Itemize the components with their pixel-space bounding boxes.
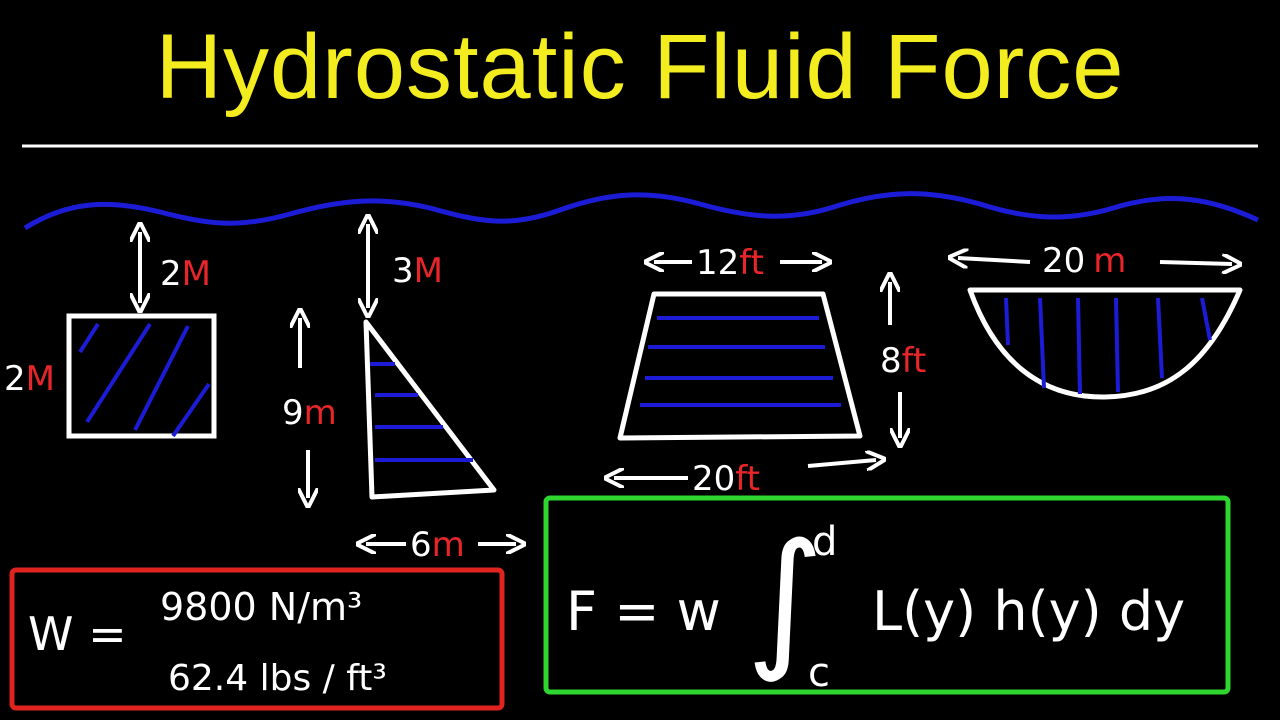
- triangle-plate: 3M 9m 6m: [282, 224, 516, 565]
- weight-density-box: W = 9800 N/m³ 62.4 lbs / ft³: [9, 567, 505, 711]
- square-side-value: 2: [4, 359, 26, 399]
- trapezoid-height-value: 8: [880, 341, 902, 381]
- trapezoid-outline: [617, 291, 863, 441]
- svg-text:2M: 2M: [160, 254, 211, 294]
- triangle-outline: [363, 319, 497, 500]
- trapezoid-bottom-arrow-right: [807, 460, 876, 466]
- weight-metric: 9800 N/m³: [160, 585, 362, 629]
- formula-upper-limit: d: [812, 519, 837, 565]
- weight-imperial: 62.4 lbs / ft³: [168, 658, 387, 699]
- svg-text:12ft: 12ft: [696, 243, 764, 283]
- formula-lower-limit: c: [808, 650, 830, 696]
- svg-text:9m: 9m: [282, 393, 337, 433]
- square-outline: [66, 313, 217, 439]
- square-depth-unit: M: [182, 254, 211, 294]
- square-depth-value: 2: [160, 254, 182, 294]
- page-title: Hydrostatic Fluid Force: [155, 16, 1125, 118]
- svg-text:20ft: 20ft: [692, 459, 760, 499]
- svg-text:3M: 3M: [392, 251, 443, 291]
- trapezoid-plate: 12ft 8ft 20ft: [614, 243, 926, 499]
- triangle-height-unit: m: [304, 393, 337, 433]
- trapezoid-top-unit: ft: [739, 243, 764, 283]
- triangle-base-value: 6: [410, 525, 432, 565]
- svg-text:20m: 20m: [1042, 241, 1126, 281]
- semicircle-width-unit: m: [1093, 241, 1126, 281]
- svg-text:6m: 6m: [410, 525, 465, 565]
- square-side-unit: M: [26, 359, 55, 399]
- semicircle-width-arrow-right: [1159, 262, 1232, 264]
- triangle-depth-value: 3: [392, 251, 414, 291]
- triangle-depth-unit: M: [414, 251, 443, 291]
- formula-lhs: F = w: [566, 580, 721, 643]
- trapezoid-height-unit: ft: [902, 341, 927, 381]
- semicircle-outline: [967, 287, 1243, 400]
- semicircle-width-value: 20: [1042, 241, 1085, 281]
- trapezoid-bottom-value: 20: [692, 459, 735, 499]
- integral-sign: ∫: [746, 512, 824, 686]
- water-surface-line: [23, 191, 1260, 231]
- semicircle-width-arrow-left: [958, 258, 1031, 262]
- triangle-height-value: 9: [282, 393, 304, 433]
- weight-label: W =: [28, 607, 127, 661]
- triangle-base-unit: m: [432, 525, 465, 565]
- svg-text:2M: 2M: [4, 359, 55, 399]
- formula-integrand: L(y) h(y) dy: [872, 580, 1185, 643]
- trapezoid-bottom-unit: ft: [735, 459, 760, 499]
- svg-text:8ft: 8ft: [880, 341, 926, 381]
- trapezoid-top-value: 12: [696, 243, 739, 283]
- square-plate: 2M 2M: [4, 232, 217, 439]
- fluid-force-formula-box: F = w ∫ d c L(y) h(y) dy: [543, 495, 1231, 696]
